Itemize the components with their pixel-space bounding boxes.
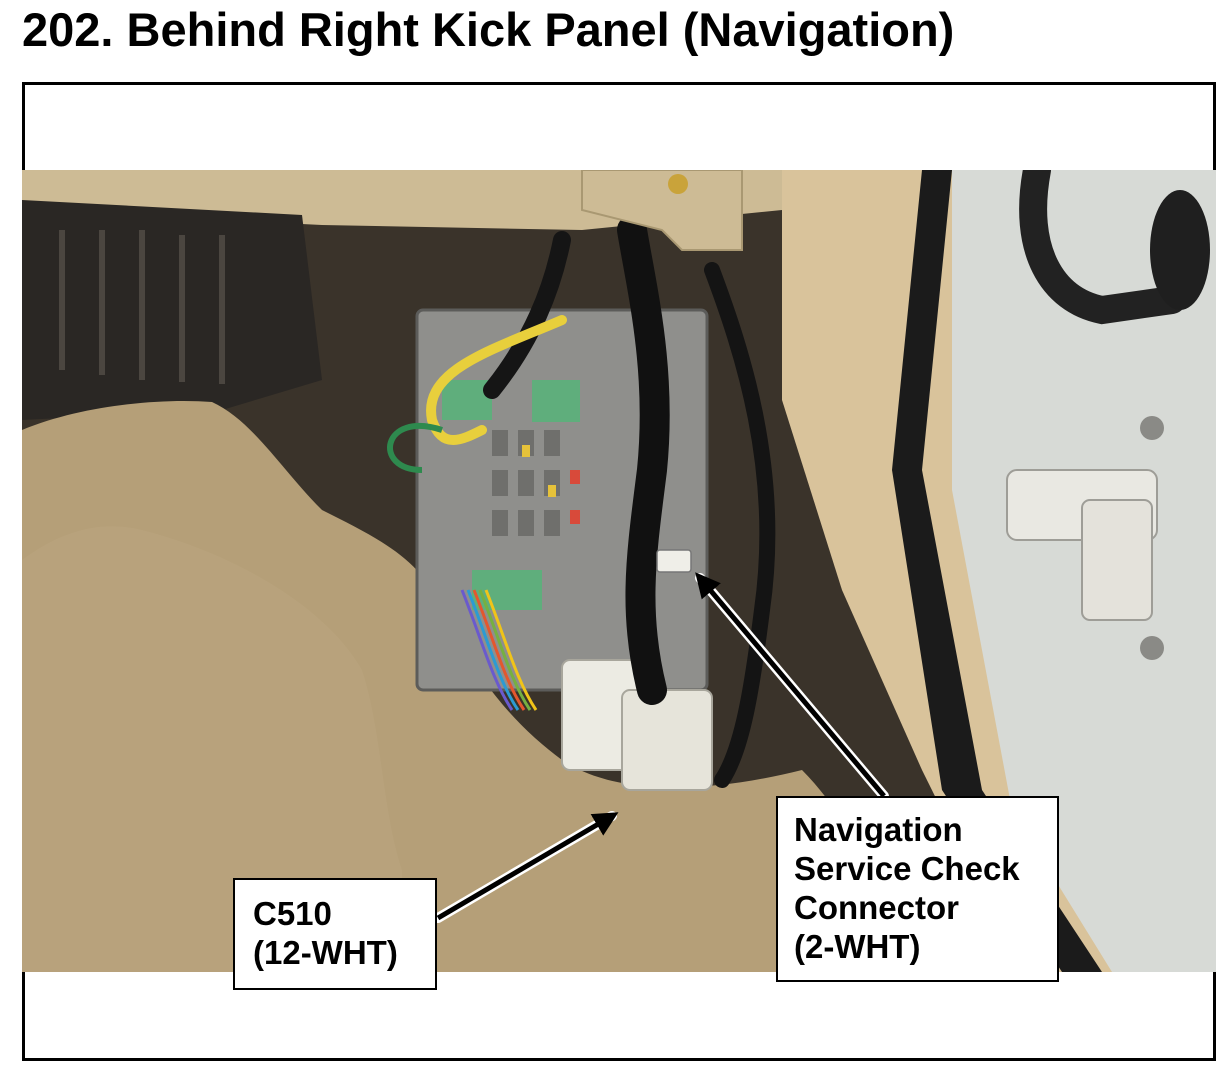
green-connector-2: [532, 380, 580, 422]
door-hinge-lower: [1081, 499, 1153, 621]
main-harness: [617, 215, 670, 705]
page-title: 202. Behind Right Kick Panel (Navigation…: [22, 3, 955, 56]
c510-connector-shape: [561, 659, 713, 791]
nav-check-line2: Service Check: [794, 850, 1020, 887]
floor-mat: [22, 526, 402, 972]
yellow-wire: [426, 315, 567, 445]
c510-label: C510: [253, 895, 332, 932]
door-grommet: [1150, 190, 1210, 310]
nav-check-line4: (2-WHT): [794, 928, 921, 965]
nav-check-connector-shape: [656, 549, 692, 573]
c510-spec: (12-WHT): [253, 934, 398, 971]
unit-fins: [59, 230, 225, 384]
nav-check-callout: Navigation Service Check Connector (2-WH…: [776, 796, 1059, 982]
nav-check-arrow: [695, 572, 889, 801]
c510-callout: C510 (12-WHT): [233, 878, 437, 990]
wire-bundle: [460, 589, 538, 711]
bracket-bolt: [668, 174, 688, 194]
upper-harness: [483, 231, 571, 399]
green-wire: [387, 422, 443, 473]
c510-arrow: [433, 811, 619, 923]
under-dash-unit: [22, 200, 322, 420]
side-harness: [704, 262, 776, 788]
fuse-yellow: [522, 445, 556, 497]
door-loom: [1019, 170, 1186, 325]
hinge-bolt-2: [1140, 636, 1164, 660]
hinge-bolt-1: [1140, 416, 1164, 440]
nav-check-line3: Connector: [794, 889, 959, 926]
nav-check-line1: Navigation: [794, 811, 963, 848]
fuse-red: [570, 470, 580, 524]
dash-bracket: [581, 170, 743, 251]
door-seal: [892, 170, 1102, 972]
